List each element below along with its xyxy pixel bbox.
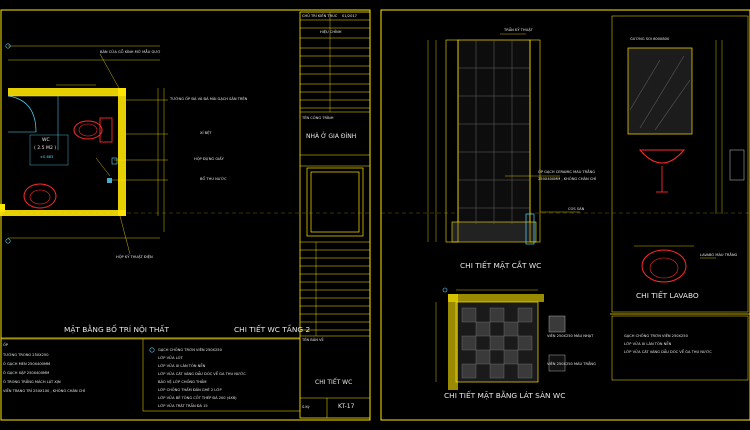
project-label: TÊN CÔNG TRÌNH bbox=[302, 116, 334, 120]
paper-box-callout: HỘP ĐỰNG GIẤY bbox=[194, 157, 224, 161]
room-area: ( 2.5 M2 ) bbox=[34, 146, 57, 151]
right-notes-frame bbox=[611, 315, 749, 381]
level-callout: COS SÀN bbox=[568, 207, 585, 211]
title-block-header3: HIỆU CHỈNH bbox=[320, 30, 342, 34]
right-sheet-frame bbox=[380, 9, 750, 421]
floor-note-2: LỚP VỮA XI LÀN TÔN NỀN bbox=[158, 364, 206, 368]
left-note-4: Ô TRONG TRẮNG MÁCH LÁT XỊN bbox=[3, 380, 61, 384]
drawing-label: TÊN BẢN VẼ bbox=[302, 338, 324, 342]
sheet-number: KT-17 bbox=[338, 403, 355, 410]
detail-title: CHI TIẾT WC TẦNG 2 bbox=[234, 325, 311, 334]
title-block-header2: 01/2017 bbox=[342, 14, 357, 18]
mirror-callout: GƯƠNG SOI 600X800 bbox=[630, 37, 670, 41]
right-note-0: GẠCH CHỐNG TRƠN VIÊN 250X250 bbox=[624, 334, 688, 338]
left-note-3: Ô GẠCH XẬP 250X400MM bbox=[3, 371, 50, 375]
plan-title: MẶT BẰNG BỐ TRÍ NỘI THẤT bbox=[64, 325, 169, 334]
wall-section-title: CHI TIẾT MẶT CẮT WC bbox=[460, 261, 542, 270]
wc-floor-plan bbox=[0, 43, 168, 255]
title-block-header1: CHỦ TRÌ KIẾN TRÚC bbox=[302, 14, 338, 18]
floor-note-5: LỚP CHỐNG THẤM ĐẢN GHÉ 2 LỚP bbox=[158, 388, 222, 392]
tile-callout: ỐP GẠCH CERAMIC MÀU TRẮNG bbox=[538, 170, 596, 174]
floor-note-7: LỚP VỮA TRÁT TRẦN ĐÁ 15 bbox=[158, 404, 208, 408]
floor-note-3: LỚP VỮA CÁT VÀNG DẦU DÓC VỀ GA THU NƯỚC bbox=[158, 372, 246, 376]
lavabo-title: CHI TIẾT LAVABO bbox=[636, 291, 699, 300]
lavabo-detail bbox=[611, 15, 749, 313]
door-callout: BẢN CỬA GỖ KÍNH MỜ MẪU GƯƠ bbox=[100, 50, 161, 54]
floor-note-0: GẠCH CHỐNG TRƠN VIÊN 250X250 bbox=[158, 348, 222, 352]
right-note-1: LỚP VỮA XI LÀN TÔN NỀN bbox=[624, 342, 672, 346]
drawing-name: CHI TIẾT WC bbox=[315, 379, 353, 386]
left-note-1: TƯỜNG TRONG 250X250 bbox=[3, 353, 49, 357]
drain-callout: BỒ THU NƯỚC bbox=[200, 177, 227, 181]
lavabo-callout: LAVABO MÀU TRẮNG bbox=[700, 253, 738, 257]
left-note-2: Ô GẠCH MEN 250X400MM bbox=[3, 362, 51, 366]
room-level: ±0.683 bbox=[40, 155, 54, 159]
legend-dark-label: VIÊN 250X250 MÀU NHẠT bbox=[547, 334, 594, 338]
floor-note-4: BẢO VỆ LỚP CHỐNG THẤM bbox=[158, 380, 207, 384]
floor-note-6: LỚP VỮA BÊ TÔNG CỐT THÉP ĐÁ 200 (4X6) bbox=[158, 396, 237, 400]
wall-callout: TƯỜNG ỐP ĐÁ VÀ ĐÁ MÀI GẠCH SẢN TRÊN bbox=[170, 97, 248, 101]
project-name: NHÀ Ở GIA ĐÌNH bbox=[306, 133, 357, 140]
floor-note-1: LỚP VỮA LÓT bbox=[158, 356, 183, 360]
wc-wall-section bbox=[427, 33, 580, 245]
left-note-0: ỐP bbox=[3, 343, 8, 347]
floor-plan-title: CHI TIẾT MẶT BẰNG LÁT SÀN WC bbox=[444, 391, 566, 400]
left-notes-frame bbox=[142, 338, 301, 412]
room-label: WC bbox=[42, 138, 50, 143]
tile-callout-2: 250X400MM , KHÔNG CHÂN CHÍ bbox=[538, 177, 597, 181]
title-block bbox=[299, 11, 371, 419]
sheet-prefix: S.Ký bbox=[302, 405, 310, 409]
legend-light-label: VIÊN 250X250 MÀU TRẮNG bbox=[547, 362, 596, 366]
left-note-5: VIỀN TRANG TRÍ 250X100 , KHÔNG CHÂN CHÍ bbox=[3, 389, 86, 393]
tech-box-callout: HỘP KỸ THUẬT ĐIỆN bbox=[116, 255, 153, 259]
toilet-callout: XÍ BỆT bbox=[200, 131, 212, 135]
right-note-2: LỚP VỮA CÁT VÀNG DẦU DÓC VỀ GA THU NƯỚC bbox=[624, 350, 712, 354]
wc-floor-tile-plan bbox=[435, 287, 566, 390]
ceiling-callout: TRẦN KỸ THUẬT bbox=[504, 28, 533, 32]
